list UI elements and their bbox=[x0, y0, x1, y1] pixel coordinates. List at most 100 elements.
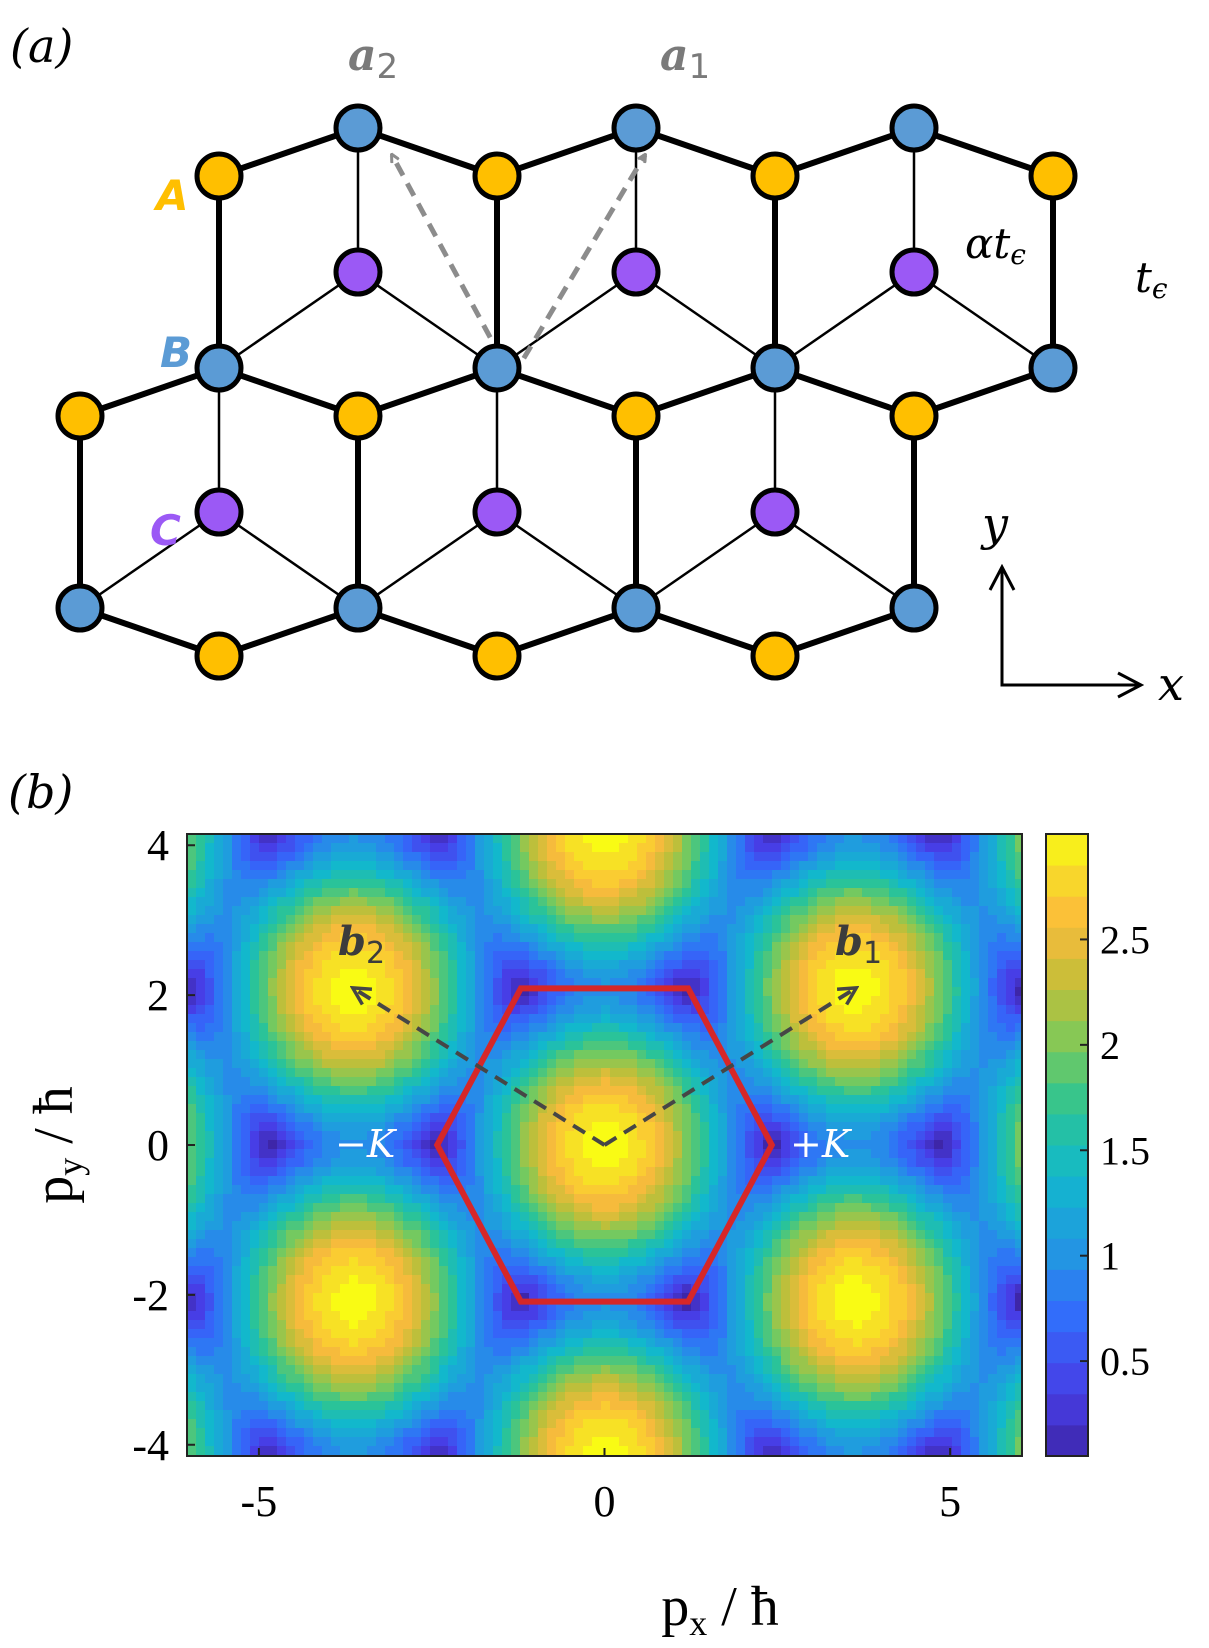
heatmap-cell bbox=[943, 960, 953, 970]
heatmap-cell bbox=[466, 852, 476, 862]
heatmap-cell bbox=[727, 933, 737, 943]
heatmap-cell bbox=[223, 861, 233, 871]
heatmap-cell bbox=[871, 1248, 881, 1258]
heatmap-cell bbox=[268, 1095, 278, 1105]
heatmap-cell bbox=[1006, 996, 1016, 1006]
heatmap-cell bbox=[304, 1194, 314, 1204]
heatmap-cell bbox=[970, 978, 980, 988]
heatmap-cell bbox=[268, 1284, 278, 1294]
heatmap-cell bbox=[331, 1203, 341, 1213]
heatmap-cell bbox=[448, 996, 458, 1006]
heatmap-cell bbox=[772, 1149, 782, 1159]
heatmap-cell bbox=[601, 1293, 611, 1303]
heatmap-cell bbox=[619, 1158, 629, 1168]
heatmap-cell bbox=[1015, 951, 1022, 961]
heatmap-cell bbox=[385, 1293, 395, 1303]
heatmap-cell bbox=[214, 1248, 224, 1258]
heatmap-cell bbox=[970, 1275, 980, 1285]
heatmap-cell bbox=[259, 1185, 269, 1195]
heatmap-cell bbox=[493, 1104, 503, 1114]
heatmap-cell bbox=[619, 1014, 629, 1024]
heatmap-cell bbox=[655, 1212, 665, 1222]
heatmap-cell bbox=[340, 1068, 350, 1078]
heatmap-cell bbox=[331, 897, 341, 907]
heatmap-cell bbox=[223, 987, 233, 997]
heatmap-cell bbox=[799, 1131, 809, 1141]
heatmap-cell bbox=[232, 978, 242, 988]
heatmap-cell bbox=[475, 834, 485, 844]
heatmap-cell bbox=[970, 1176, 980, 1186]
heatmap-cell bbox=[799, 1050, 809, 1060]
heatmap-cell bbox=[781, 1095, 791, 1105]
heatmap-cell bbox=[376, 960, 386, 970]
heatmap-cell bbox=[637, 1095, 647, 1105]
heatmap-cell bbox=[646, 1140, 656, 1150]
heatmap-cell bbox=[610, 1212, 620, 1222]
heatmap-cell bbox=[394, 1284, 404, 1294]
heatmap-cell bbox=[979, 942, 989, 952]
heatmap-cell bbox=[835, 1221, 845, 1231]
heatmap-cell bbox=[538, 861, 548, 871]
heatmap-cell bbox=[772, 1086, 782, 1096]
heatmap-cell bbox=[673, 1140, 683, 1150]
heatmap-cell bbox=[430, 942, 440, 952]
heatmap-cell bbox=[250, 1185, 260, 1195]
heatmap-cell bbox=[502, 1230, 512, 1240]
heatmap-cell bbox=[601, 1032, 611, 1042]
heatmap-cell bbox=[916, 861, 926, 871]
heatmap-cell bbox=[259, 1086, 269, 1096]
heatmap-cell bbox=[889, 1275, 899, 1285]
heatmap-cell bbox=[259, 1059, 269, 1069]
heatmap-cell bbox=[844, 879, 854, 889]
heatmap-cell bbox=[187, 1284, 197, 1294]
heatmap-cell bbox=[592, 1212, 602, 1222]
heatmap-cell bbox=[403, 888, 413, 898]
heatmap-cell bbox=[547, 969, 557, 979]
heatmap-cell bbox=[952, 996, 962, 1006]
heatmap-cell bbox=[727, 1230, 737, 1240]
heatmap-cell bbox=[898, 1239, 908, 1249]
heatmap-cell bbox=[502, 1041, 512, 1051]
heatmap-cell bbox=[304, 1131, 314, 1141]
heatmap-cell bbox=[340, 861, 350, 871]
heatmap-cell bbox=[988, 1149, 998, 1159]
heatmap-cell bbox=[862, 1284, 872, 1294]
heatmap-cell bbox=[214, 978, 224, 988]
heatmap-cell bbox=[907, 1194, 917, 1204]
heatmap-cell bbox=[961, 1212, 971, 1222]
heatmap-cell bbox=[997, 1005, 1007, 1015]
heatmap-cell bbox=[790, 1176, 800, 1186]
heatmap-cell bbox=[511, 879, 521, 889]
heatmap-cell bbox=[529, 978, 539, 988]
heatmap-cell bbox=[619, 1248, 629, 1258]
heatmap-cell bbox=[970, 1068, 980, 1078]
heatmap-cell bbox=[961, 924, 971, 934]
heatmap-cell bbox=[295, 996, 305, 1006]
heatmap-cell bbox=[655, 1122, 665, 1132]
heatmap-cell bbox=[700, 1086, 710, 1096]
heatmap-cell bbox=[187, 843, 197, 853]
heatmap-cell bbox=[943, 1068, 953, 1078]
heatmap-cell bbox=[709, 1293, 719, 1303]
heatmap-cell bbox=[475, 1275, 485, 1285]
heatmap-cell bbox=[619, 1176, 629, 1186]
heatmap-cell bbox=[916, 915, 926, 925]
heatmap-cell bbox=[853, 1194, 863, 1204]
heatmap-cell bbox=[259, 1230, 269, 1240]
heatmap-cell bbox=[952, 1131, 962, 1141]
heatmap-cell bbox=[511, 1122, 521, 1132]
heatmap-cell bbox=[502, 1185, 512, 1195]
heatmap-cell bbox=[403, 1302, 413, 1312]
heatmap-cell bbox=[295, 1104, 305, 1114]
heatmap-cell bbox=[979, 1095, 989, 1105]
heatmap-cell bbox=[952, 1149, 962, 1159]
heatmap-cell bbox=[466, 1014, 476, 1024]
heatmap-cell bbox=[268, 951, 278, 961]
heatmap-cell bbox=[619, 1131, 629, 1141]
heatmap-cell bbox=[412, 1257, 422, 1267]
heatmap-cell bbox=[232, 1239, 242, 1249]
heatmap-cell bbox=[835, 1041, 845, 1051]
heatmap-cell bbox=[322, 1077, 332, 1087]
heatmap-cell bbox=[592, 1167, 602, 1177]
heatmap-cell bbox=[511, 1059, 521, 1069]
